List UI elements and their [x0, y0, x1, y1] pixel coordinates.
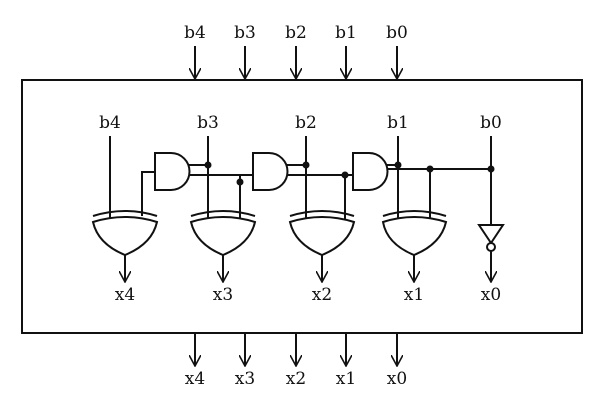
junction-and2-out [236, 178, 244, 186]
output-label-x4: x4 [115, 285, 135, 305]
output-label-x1: x1 [404, 285, 424, 305]
output-label-x0: x0 [481, 285, 501, 305]
xor-gate-x3 [189, 210, 257, 257]
ext-output-x0: x0 [387, 369, 407, 389]
ext-output-x4: x4 [185, 369, 205, 389]
junction-b0 [487, 165, 495, 173]
junction-b2 [302, 161, 310, 169]
and-gates [154, 152, 389, 191]
junction-and3-out [341, 171, 349, 179]
ext-output-x1: x1 [336, 369, 356, 389]
ext-output-x3: x3 [235, 369, 255, 389]
input-label-b1: b1 [387, 113, 409, 133]
input-label-b2: b2 [295, 113, 317, 133]
internal-inputs: b4 b3 b2 b1 b0 [99, 113, 502, 133]
internal-outputs: x4 x3 x2 x1 x0 [115, 285, 501, 305]
module-box [21, 79, 583, 334]
ext-input-b2: b2 [285, 23, 307, 43]
junctions [204, 161, 495, 186]
input-label-b3: b3 [197, 113, 219, 133]
xor-gate-x2 [288, 210, 356, 257]
input-label-b0: b0 [480, 113, 502, 133]
external-outputs: x4 x3 x2 x1 x0 [185, 333, 407, 389]
not-gate-x0 [477, 224, 505, 252]
internal-output-arrows [125, 251, 491, 282]
xor-gate-x4 [91, 210, 159, 257]
ext-output-x2: x2 [286, 369, 306, 389]
external-inputs: b4 b3 b2 b1 b0 [184, 23, 408, 79]
ext-input-b0: b0 [386, 23, 408, 43]
and-gate-1 [154, 152, 191, 191]
junction-b3 [204, 161, 212, 169]
output-label-x2: x2 [312, 285, 332, 305]
xor-gate-x1 [381, 210, 448, 257]
ext-input-b1: b1 [335, 23, 357, 43]
wire-and1-to-xor4 [141, 171, 155, 216]
and-gate-2 [252, 152, 289, 191]
junction-b1 [394, 161, 402, 169]
xor-gates [91, 210, 448, 257]
junction-b0-xor [426, 165, 434, 173]
and-gate-3 [352, 152, 389, 191]
input-label-b4: b4 [99, 113, 121, 133]
output-label-x3: x3 [213, 285, 233, 305]
ext-input-b3: b3 [234, 23, 256, 43]
ext-input-b4: b4 [184, 23, 206, 43]
